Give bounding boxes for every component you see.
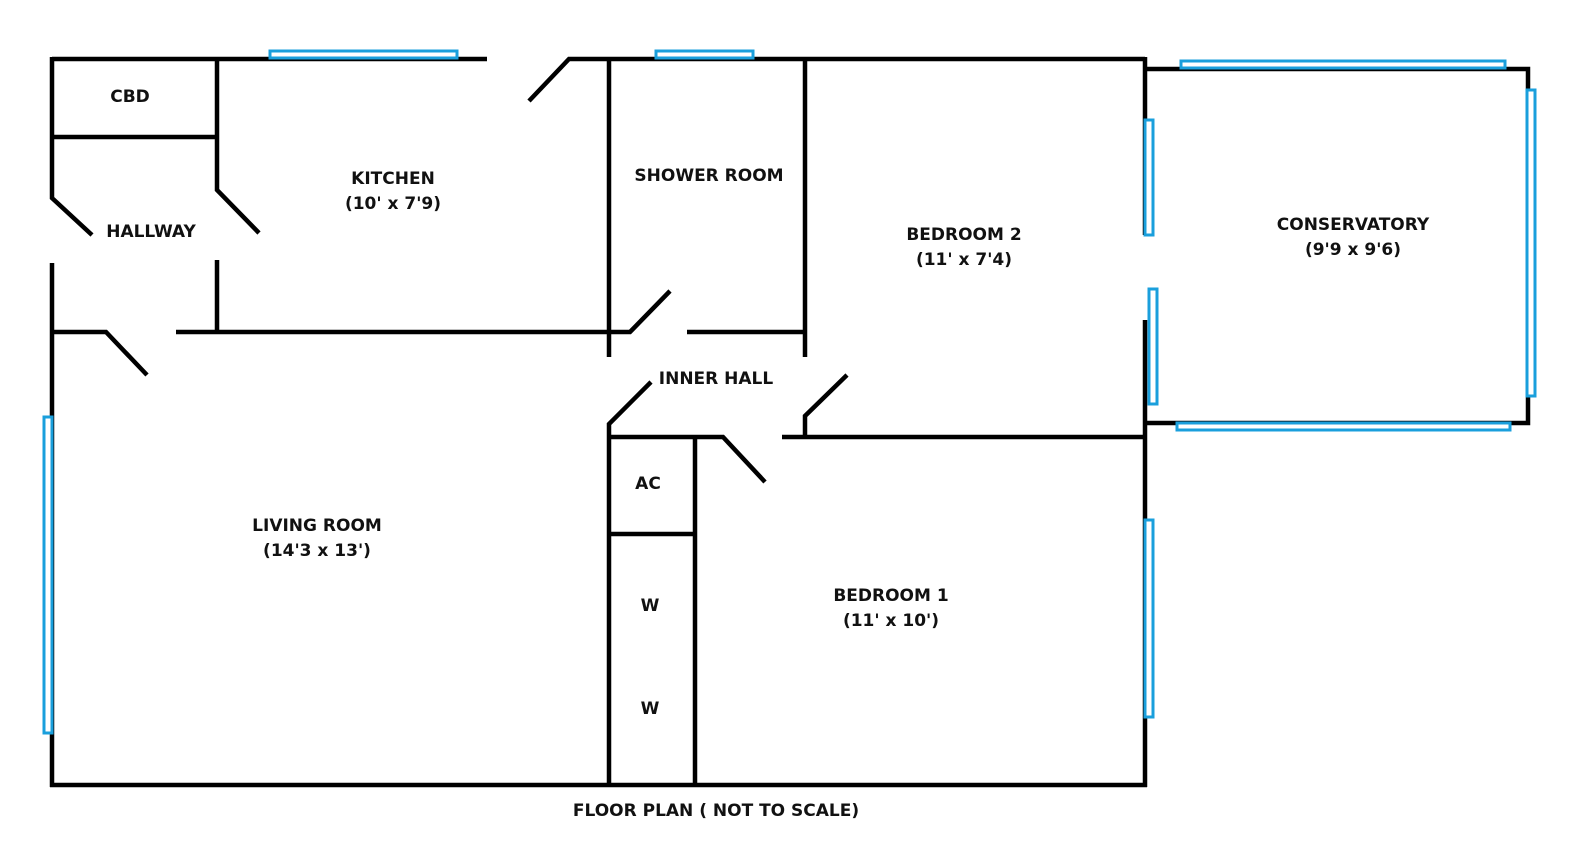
window-bedroom2 <box>1143 118 1155 237</box>
room-label-kitchen: KITCHEN(10' x 7'9) <box>344 169 442 214</box>
floor-plan-caption: FLOOR PLAN ( NOT TO SCALE) <box>572 801 860 821</box>
room-label-hallway: HALLWAY <box>106 222 196 242</box>
window-kitchen <box>268 49 459 60</box>
room-label-conservatory: CONSERVATORY(9'9 x 9'6) <box>1276 215 1430 260</box>
windows <box>42 49 1537 735</box>
window-shower-room <box>654 49 755 60</box>
window-conservatory-bottom <box>1175 421 1512 432</box>
room-label-cbd: CBD <box>110 87 150 107</box>
window-conservatory-left <box>1147 287 1159 406</box>
room-label-living-room: LIVING ROOM(14'3 x 13') <box>252 516 382 561</box>
room-label-shower-room: SHOWER ROOM <box>634 166 784 186</box>
room-label-wardrobe-1: W <box>640 596 660 616</box>
room-label-bedroom2: BEDROOM 2(11' x 7'4) <box>906 225 1022 270</box>
room-label-inner-hall: INNER HALL <box>658 369 774 389</box>
window-conservatory-top <box>1179 59 1507 70</box>
room-label-bedroom1: BEDROOM 1(11' x 10') <box>833 586 949 631</box>
window-conservatory-right <box>1525 88 1537 398</box>
room-label-wardrobe-2: W <box>640 699 660 719</box>
window-living-room <box>42 415 54 735</box>
room-label-ac: AC <box>635 474 661 494</box>
window-bedroom1 <box>1143 518 1155 719</box>
